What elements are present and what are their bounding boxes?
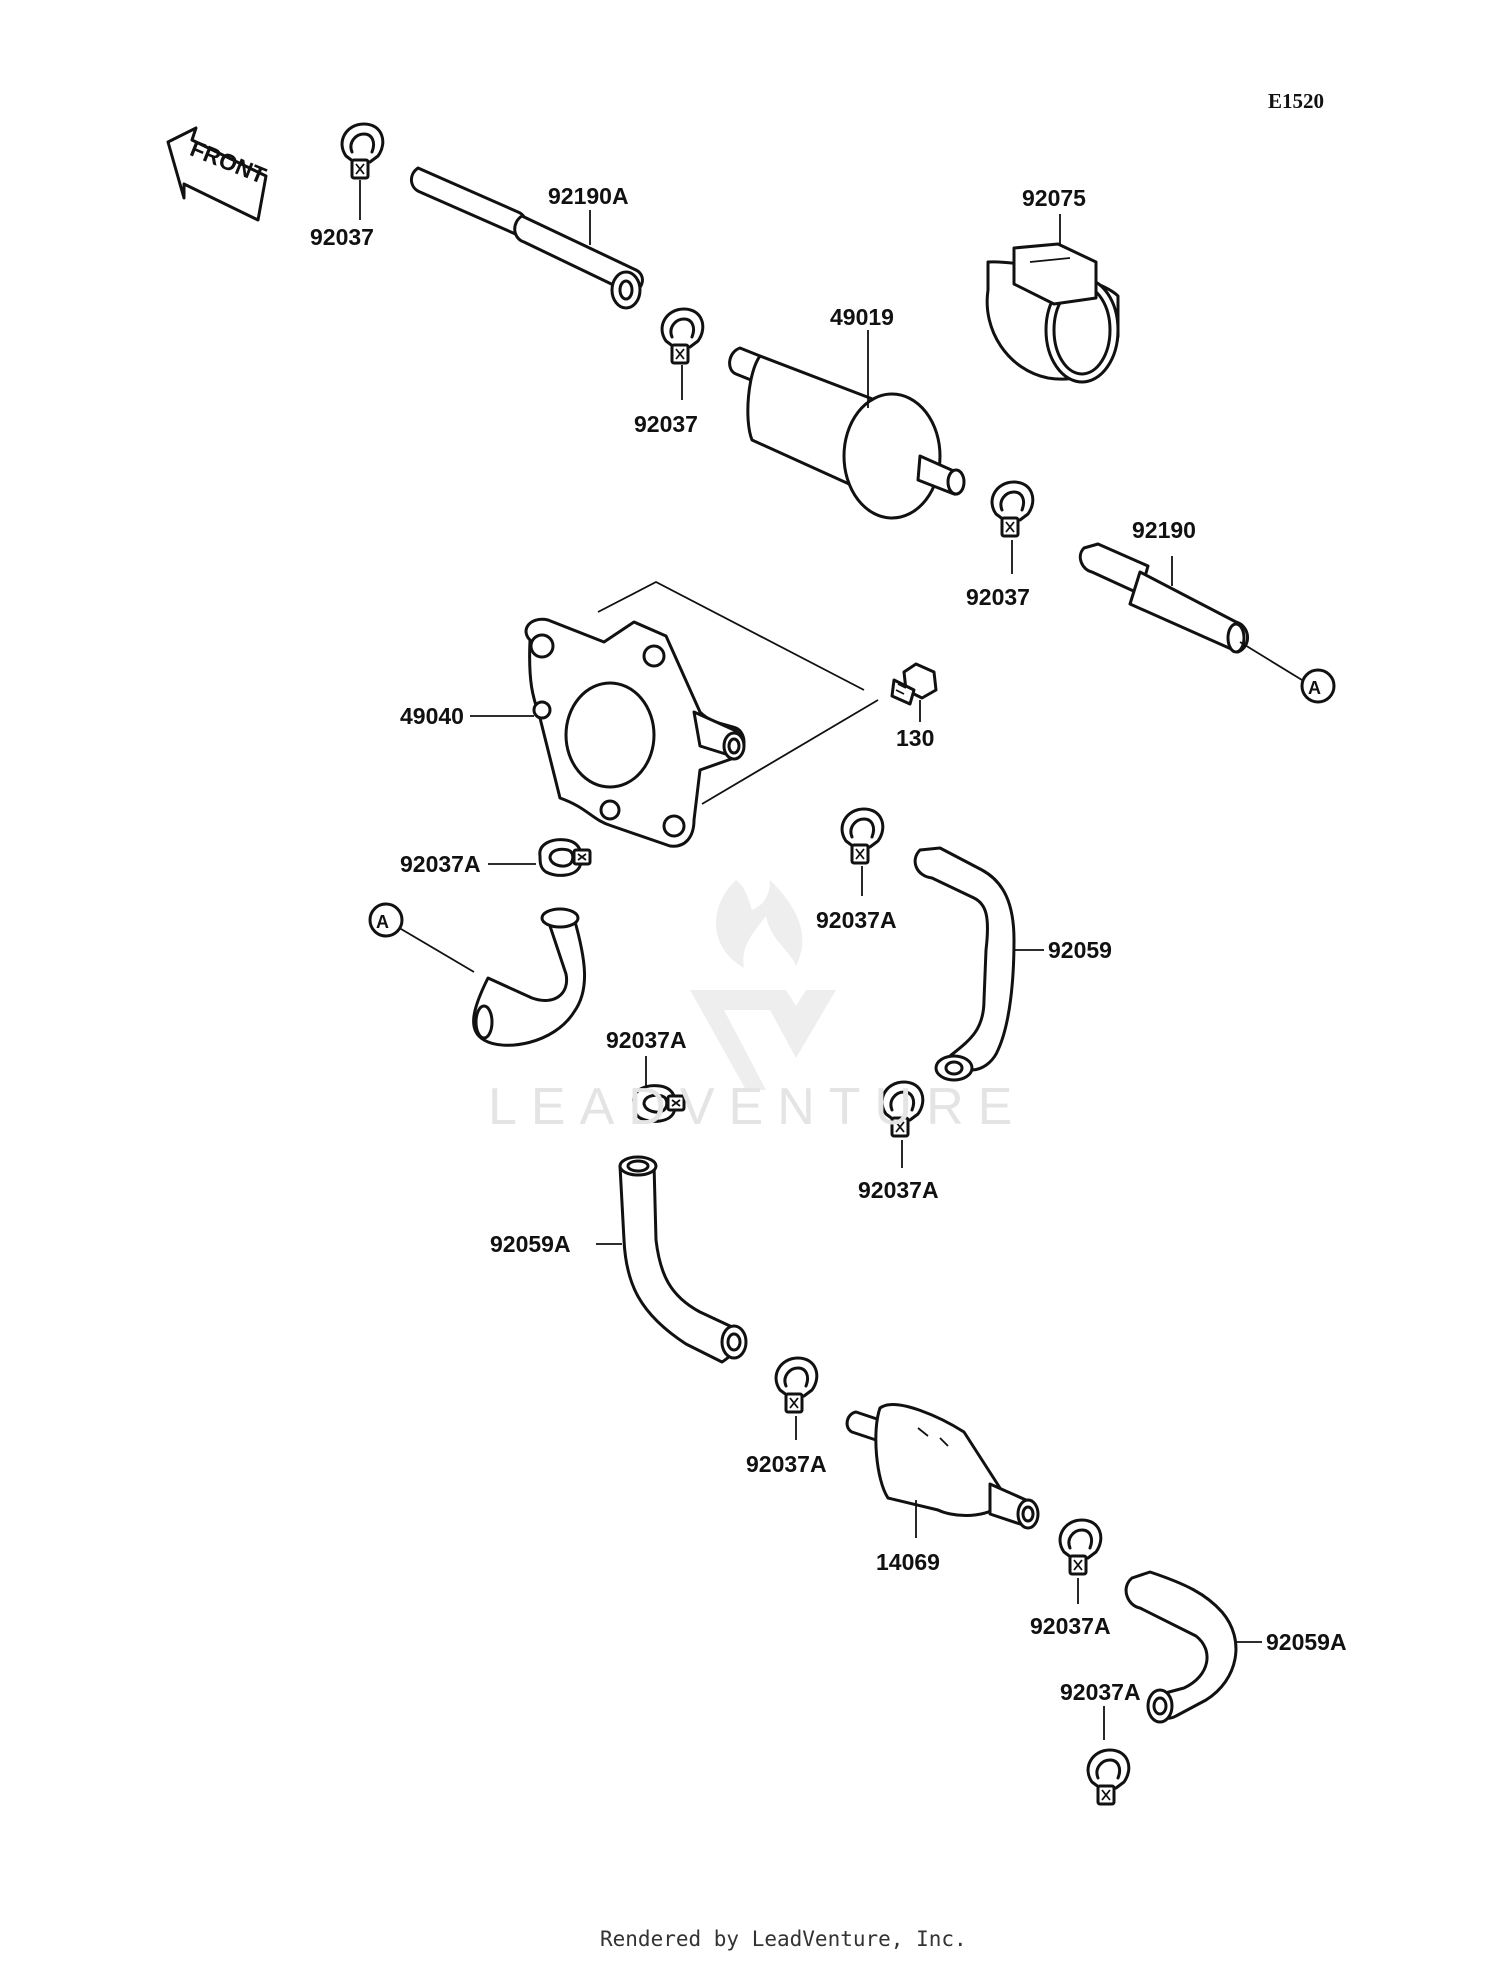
part-label: 130 bbox=[896, 725, 934, 751]
part-label: 92037A bbox=[606, 1027, 687, 1053]
hose-elbow-left bbox=[472, 907, 587, 1047]
fuel-pump-49040 bbox=[524, 617, 746, 848]
part-label: 92190A bbox=[548, 183, 629, 209]
part-label: 92037A bbox=[1060, 1679, 1141, 1705]
part-label: 92037 bbox=[966, 584, 1030, 610]
part-label: 14069 bbox=[876, 1549, 940, 1575]
reference-marker-a-left: A bbox=[376, 912, 389, 932]
diagram-code: E1520 bbox=[1268, 89, 1324, 113]
part-label: 92059 bbox=[1048, 937, 1112, 963]
hose-92059A-a bbox=[618, 1155, 748, 1364]
clamp-92037A-g bbox=[1086, 1748, 1131, 1806]
front-arrow-icon: FRONT bbox=[166, 126, 270, 222]
clamp-92037A-b bbox=[840, 807, 885, 865]
footer-credit: Rendered by LeadVenture, Inc. bbox=[600, 1927, 967, 1951]
clamp-bracket-92075 bbox=[985, 242, 1120, 384]
hose-92190 bbox=[1078, 542, 1249, 654]
part-label: 92190 bbox=[1132, 517, 1196, 543]
part-label: 49040 bbox=[400, 703, 464, 729]
clamp-92037-a bbox=[340, 122, 385, 180]
watermark-text: LEADVENTURE bbox=[488, 1078, 1026, 1136]
part-label: 92037 bbox=[310, 224, 374, 250]
part-label: 92037A bbox=[1030, 1613, 1111, 1639]
clamp-92037-c bbox=[990, 480, 1035, 538]
watermark-logo: LEADVENTURE bbox=[488, 880, 1026, 1136]
fuel-filter-49019 bbox=[728, 346, 966, 520]
part-label: 92037A bbox=[816, 907, 897, 933]
part-label: 92037A bbox=[400, 851, 481, 877]
bolt-130 bbox=[890, 662, 938, 706]
part-label: 49019 bbox=[830, 304, 894, 330]
clamp-92037A-a bbox=[538, 838, 592, 877]
hose-92059 bbox=[913, 846, 1016, 1082]
clamp-92037A-e bbox=[774, 1356, 819, 1414]
hose-92059A-b bbox=[1124, 1570, 1238, 1724]
part-label: 92037A bbox=[858, 1177, 939, 1203]
part-label: 92059A bbox=[490, 1231, 571, 1257]
hose-92190A bbox=[410, 166, 644, 310]
clamp-92037-b bbox=[660, 307, 705, 365]
part-label: 92059A bbox=[1266, 1629, 1347, 1655]
part-label: 92037A bbox=[746, 1451, 827, 1477]
clamp-92037A-f bbox=[1058, 1518, 1103, 1576]
part-label: 92037 bbox=[634, 411, 698, 437]
part-label: 92075 bbox=[1022, 185, 1086, 211]
reference-marker-a-right: A bbox=[1308, 678, 1321, 698]
fuel-filter-14069 bbox=[845, 1403, 1040, 1530]
